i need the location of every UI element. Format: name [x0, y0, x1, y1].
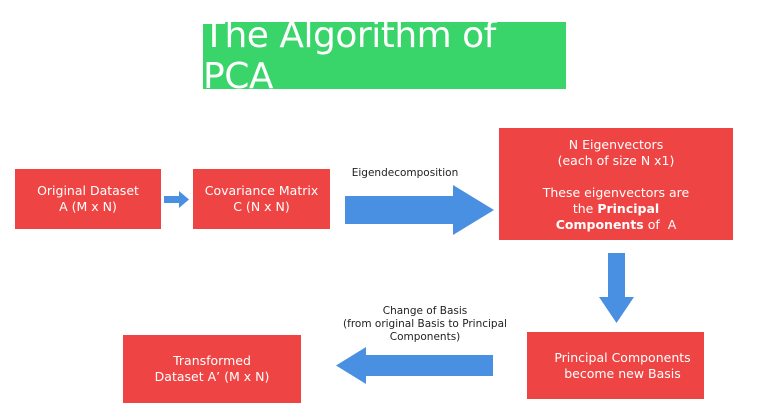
node-eigenvectors-line5: Components of A — [556, 217, 677, 233]
edge-label-change-of-basis-line1: Change of Basis — [382, 305, 468, 317]
arrow-left-large-shape — [336, 347, 493, 384]
node-eigenvectors-line2: (each of size N x1) — [557, 153, 675, 168]
node-eigenvectors-line4-bold: Principal — [597, 201, 660, 216]
node-transformed-dataset: Transformed Dataset A’ (M x N) — [123, 335, 301, 403]
edge-label-change-of-basis-line2: (from original Basis to Principal — [343, 318, 507, 330]
node-new-basis: Principal Components become new Basis — [527, 332, 704, 399]
node-original-dataset-line1: Original Dataset — [37, 183, 139, 198]
node-eigenvectors: N Eigenvectors (each of size N x1) These… — [499, 128, 733, 240]
arrow-down-shape — [599, 253, 634, 323]
node-covariance-matrix-line1: Covariance Matrix — [204, 183, 319, 198]
arrow-left-large-icon — [336, 347, 493, 384]
diagram-title: The Algorithm of PCA — [203, 15, 566, 97]
node-original-dataset-line2: A (M x N) — [59, 199, 117, 214]
arrow-right-large-icon — [345, 185, 494, 235]
node-new-basis-line2: become new Basis — [564, 365, 681, 381]
arrow-right-small-shape — [164, 191, 189, 208]
node-eigenvectors-line3: These eigenvectors are — [542, 185, 690, 200]
arrow-right-large-shape — [345, 185, 494, 235]
arrow-down-icon — [599, 253, 634, 323]
node-transformed-dataset-line1: Transformed — [173, 353, 251, 368]
node-new-basis-line1: Principal Components — [554, 349, 691, 365]
node-original-dataset: Original Dataset A (M x N) — [15, 169, 161, 229]
node-eigenvectors-line4-prefix: the — [572, 201, 598, 216]
edge-label-eigendecomposition: Eigendecomposition — [351, 167, 459, 179]
node-covariance-matrix: Covariance Matrix C (N x N) — [193, 169, 330, 229]
edge-label-change-of-basis-line3: Components) — [389, 331, 461, 343]
node-transformed-dataset-line2: Dataset A’ (M x N) — [154, 369, 270, 384]
node-eigenvectors-line1: N Eigenvectors — [568, 137, 664, 152]
node-covariance-matrix-line2: C (N x N) — [233, 199, 290, 214]
node-eigenvectors-line5-bold: Components — [555, 217, 644, 232]
node-eigenvectors-line4: the Principal — [573, 201, 659, 217]
node-eigenvectors-line5-suffix: of A — [643, 217, 677, 232]
arrow-right-small-icon — [164, 191, 189, 208]
edge-label-change-of-basis: Change of Basis (from original Basis to … — [320, 305, 530, 344]
